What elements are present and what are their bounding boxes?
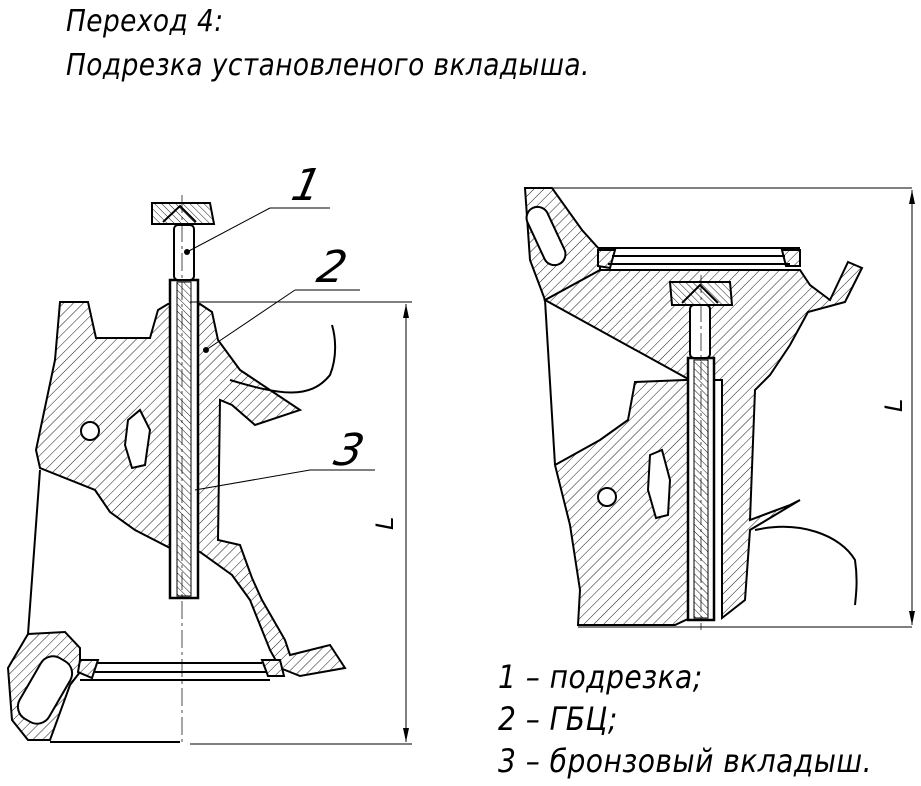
- left-seat: [76, 659, 100, 680]
- left-jacket-curve: [229, 324, 337, 394]
- left-cutter-shaft: [173, 224, 195, 281]
- left-view: [6, 195, 412, 745]
- right-head-body: [542, 260, 864, 626]
- left-seat-right: [260, 659, 286, 677]
- callout-3: 3: [330, 425, 369, 475]
- right-view: [523, 187, 915, 630]
- legend-item-1: 1 – подрезка;: [498, 658, 703, 696]
- drawing-subtitle: Подрезка установленого вкладыша.: [66, 48, 590, 83]
- callout-1: 1: [287, 160, 326, 210]
- callout-2: 2: [313, 242, 352, 292]
- legend-item-3: 3 – бронзовый вкладыш.: [498, 742, 873, 780]
- dimension-label-right: L: [880, 399, 908, 412]
- drawing-title: Переход 4:: [66, 4, 224, 39]
- right-cutter-shaft: [689, 304, 711, 359]
- dimension-label-left: L: [371, 517, 399, 530]
- left-cutter-head: [151, 202, 216, 225]
- legend-item-2: 2 – ГБЦ;: [498, 700, 618, 738]
